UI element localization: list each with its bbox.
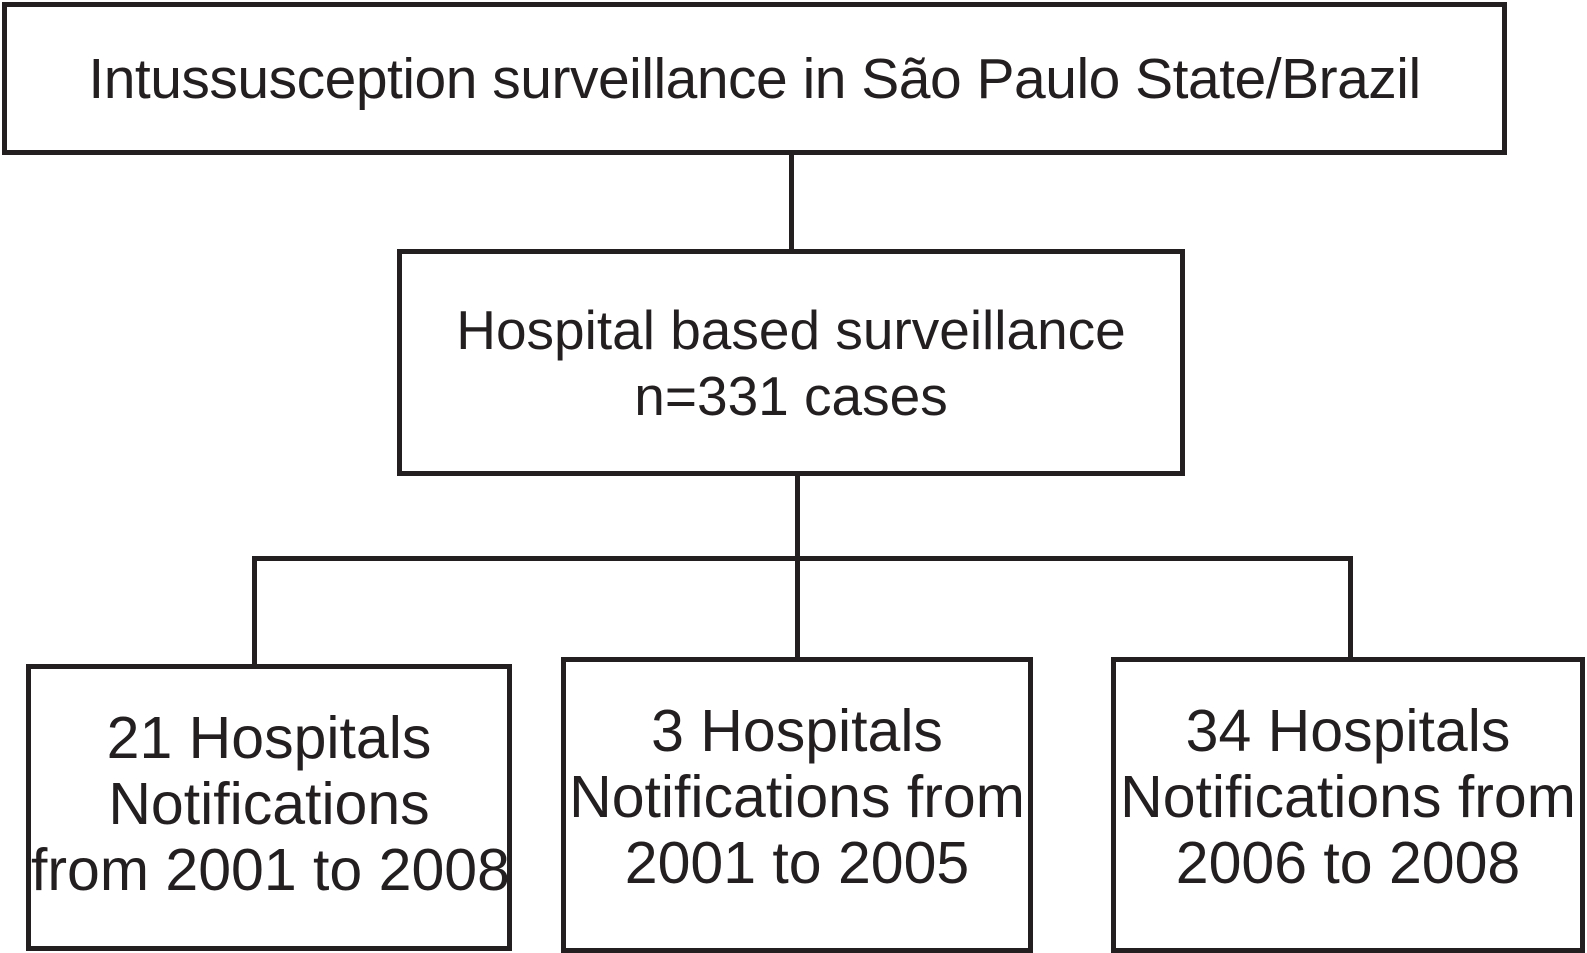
- connector-surveillance-to-bus: [795, 476, 800, 558]
- leaf-right-line-3: 2006 to 2008: [1175, 830, 1521, 896]
- leaf-middle-line-1: 3 Hospitals: [651, 698, 943, 764]
- flow-node-title-label: Intussusception surveillance in São Paul…: [88, 46, 1421, 111]
- leaf-right-line-2: Notifications from: [1120, 764, 1576, 830]
- connector-title-to-surveillance: [789, 155, 794, 251]
- leaf-right-line-1: 34 Hospitals: [1185, 698, 1511, 764]
- leaf-middle-line-2: Notifications from: [569, 764, 1025, 830]
- hospital-surveillance-line-2: n=331 cases: [634, 364, 948, 427]
- leaf-left-line-2: Notifications: [108, 771, 430, 837]
- leaf-middle-line-3: 2001 to 2005: [624, 830, 970, 896]
- connector-horizontal-bus: [252, 556, 1353, 561]
- leaf-left-line-3: from 2001 to 2008: [31, 837, 510, 903]
- hospital-surveillance-line-1: Hospital based surveillance: [456, 298, 1126, 361]
- connector-bus-to-leaf-right: [1348, 556, 1353, 659]
- flow-node-title: Intussusception surveillance in São Paul…: [2, 2, 1507, 155]
- connector-bus-to-leaf-left: [252, 556, 257, 666]
- connector-bus-to-leaf-middle: [795, 556, 800, 659]
- leaf-left-line-1: 21 Hospitals: [106, 705, 432, 771]
